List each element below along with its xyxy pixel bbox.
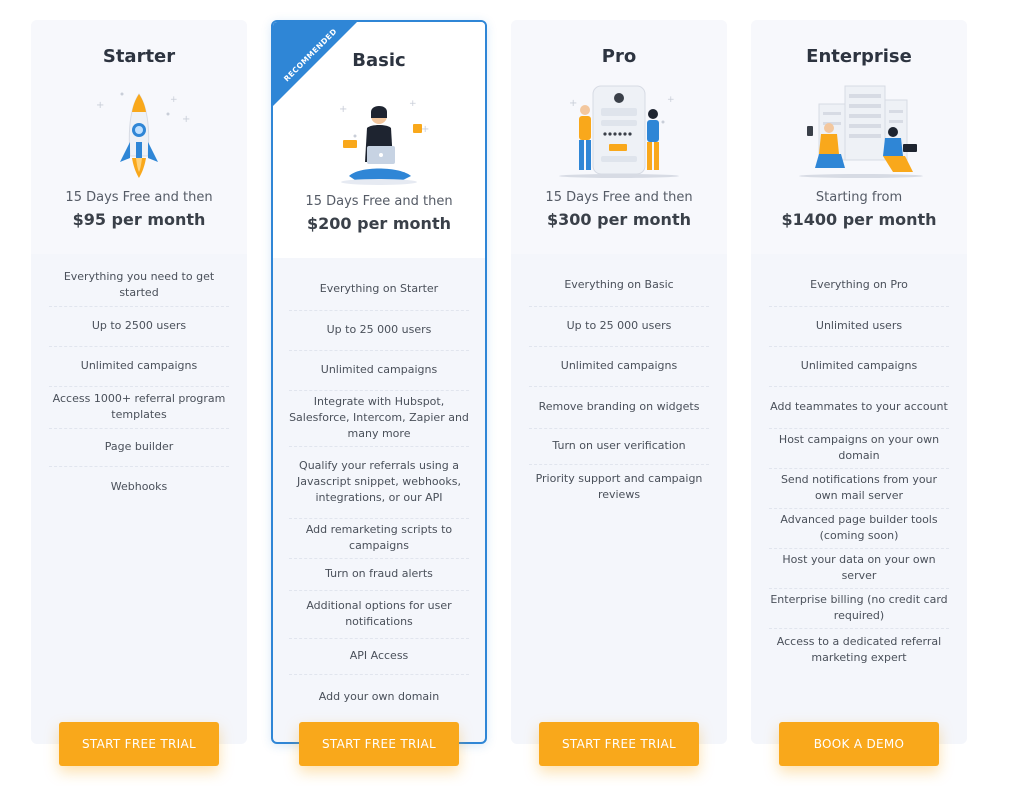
team-with-servers-illustration (799, 85, 923, 178)
price: $200 per month (307, 214, 451, 233)
feature-item: Up to 2500 users (91, 319, 187, 332)
plan-name: Pro (601, 46, 637, 67)
price-intro: 15 Days Free and then (545, 190, 693, 205)
feature-list: Everything you need to get started Up to… (43, 264, 235, 504)
svg-text:+: + (339, 104, 347, 115)
svg-text:+: + (421, 124, 429, 135)
feature-item: Add your own domain (318, 690, 440, 703)
feature-item: Priority support and campaign reviews (535, 472, 703, 501)
rocket-illustration: + + + (96, 92, 190, 178)
person-with-laptop-illustration: + + + (339, 99, 429, 185)
feature-item: Turn on user verification (552, 439, 686, 452)
price: $300 per month (547, 210, 691, 229)
plan-name: Basic (352, 50, 406, 71)
plan-name: Starter (102, 46, 176, 67)
plan-card-basic: RECOMMENDED Basic + + + 15 Days Free and… (271, 20, 487, 744)
start-free-trial-button[interactable]: START FREE TRIAL (299, 722, 459, 766)
feature-item: Host campaigns on your own domain (778, 433, 940, 462)
plan-card-starter: Starter + + + 15 Days Free and then $95 … (31, 20, 247, 744)
feature-item: Unlimited campaigns (560, 359, 678, 372)
price: $95 per month (72, 210, 206, 229)
start-free-trial-button[interactable]: START FREE TRIAL (539, 722, 699, 766)
feature-item: Qualify your referrals using a Javascrip… (297, 459, 461, 504)
recommended-ribbon: RECOMMENDED (273, 22, 357, 106)
feature-item: Up to 25 000 users (326, 323, 432, 336)
start-free-trial-button[interactable]: START FREE TRIAL (59, 722, 219, 766)
price-intro: 15 Days Free and then (305, 194, 453, 209)
feature-list: Everything on Starter Up to 25 000 users… (283, 268, 475, 720)
price-intro: Starting from (815, 190, 903, 205)
feature-item: Turn on fraud alerts (325, 567, 433, 580)
feature-item: Everything on Pro (810, 278, 908, 291)
svg-text:+: + (170, 95, 178, 105)
feature-item: Everything on Starter (319, 282, 439, 295)
feature-item: Integrate with Hubspot, Salesforce, Inte… (289, 395, 469, 440)
feature-item: Add teammates to your account (770, 400, 948, 413)
people-with-phone-illustration: + + (559, 85, 679, 178)
svg-text:+: + (182, 114, 190, 125)
feature-item: Enterprise billing (no credit card requi… (770, 593, 948, 622)
feature-item: Webhooks (110, 480, 168, 493)
feature-item: Advanced page builder tools (coming soon… (780, 513, 938, 542)
feature-item: Up to 25 000 users (566, 319, 672, 332)
plan-card-enterprise: Enterprise Starting from $1400 per month… (751, 20, 967, 744)
plan-name: Enterprise (806, 46, 912, 67)
svg-text:+: + (667, 95, 675, 105)
feature-item: Additional options for user notification… (306, 599, 452, 628)
feature-list: Everything on Pro Unlimited users Unlimi… (763, 264, 955, 676)
feature-item: Access 1000+ referral program templates (52, 392, 226, 421)
book-a-demo-button[interactable]: BOOK A DEMO (779, 722, 939, 766)
feature-item: Everything on Basic (564, 278, 674, 291)
feature-item: Access to a dedicated referral marketing… (776, 635, 942, 664)
feature-item: Add remarketing scripts to campaigns (305, 523, 453, 552)
feature-item: Remove branding on widgets (538, 400, 700, 413)
feature-item: Send notifications from your own mail se… (780, 473, 938, 502)
price-intro: 15 Days Free and then (65, 190, 213, 205)
svg-text:+: + (96, 100, 104, 111)
feature-item: Unlimited campaigns (80, 359, 198, 372)
plan-card-pro: Pro + + 15 Days Free and then $300 per m… (511, 20, 727, 744)
feature-list: Everything on Basic Up to 25 000 users U… (523, 264, 715, 514)
svg-text:+: + (569, 98, 577, 109)
feature-item: Unlimited campaigns (320, 363, 438, 376)
feature-item: Unlimited users (815, 319, 903, 332)
feature-item: Everything you need to get started (63, 270, 215, 299)
svg-text:+: + (409, 99, 417, 109)
feature-item: Host your data on your own server (782, 553, 936, 582)
feature-item: Page builder (104, 440, 174, 453)
feature-item: Unlimited campaigns (800, 359, 918, 372)
price: $1400 per month (781, 210, 937, 229)
feature-item: API Access (349, 649, 409, 662)
